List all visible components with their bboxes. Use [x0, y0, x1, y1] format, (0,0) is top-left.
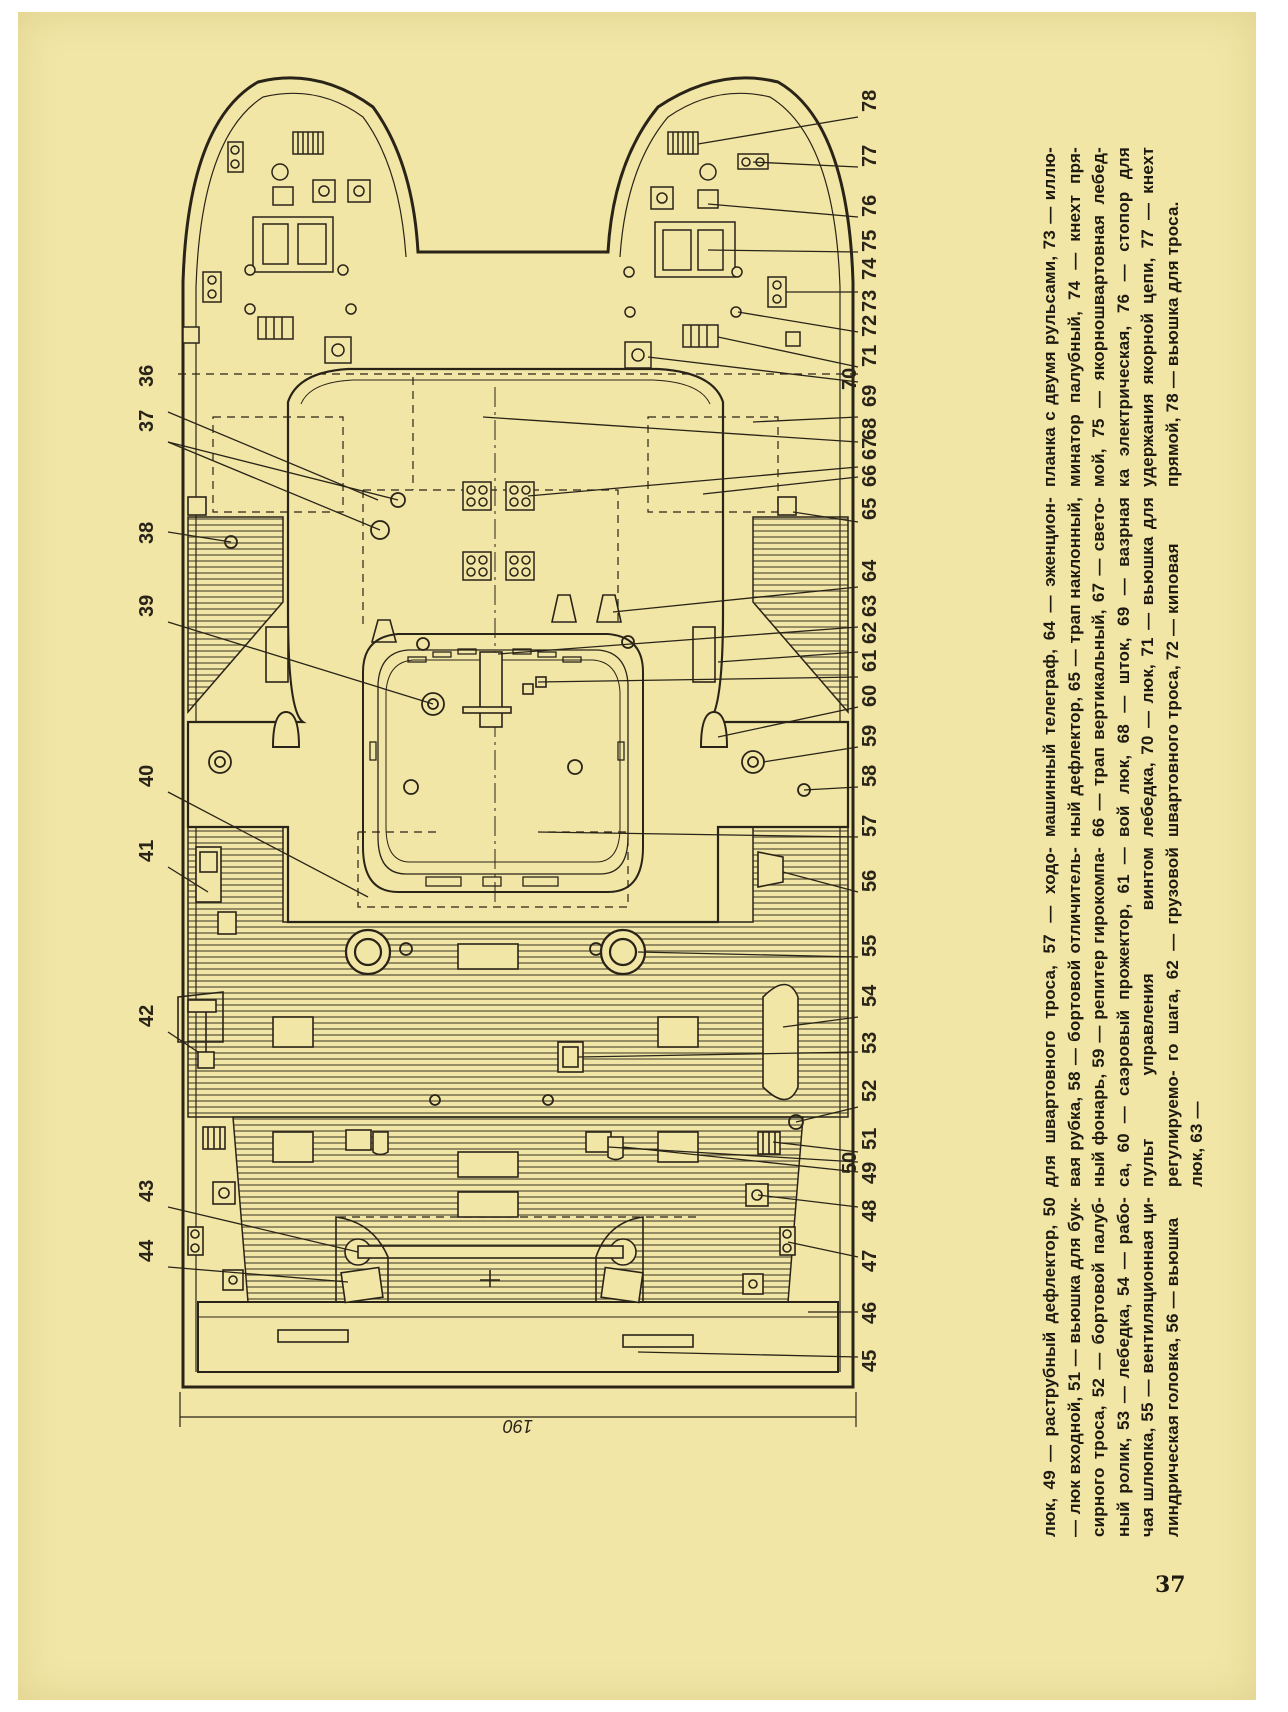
callout-59: 59 — [859, 725, 881, 747]
callout-54: 54 — [859, 984, 881, 1007]
figure-legend: люк, 49 — раструбный дефлектор, 50 — люк… — [1038, 57, 1238, 1537]
callout-69: 69 — [859, 385, 881, 407]
callout-56: 56 — [859, 870, 881, 892]
callout-74: 74 — [859, 257, 881, 280]
legend-column-3: машинный телеграф, 64 — эженцион- ный де… — [1040, 497, 1182, 837]
callout-62: 62 — [859, 622, 881, 644]
callout-43: 43 — [136, 1180, 158, 1202]
callout-55: 55 — [859, 935, 881, 957]
legend-column-4: планка с двумя рульсами, 73 — иллю- мина… — [1040, 147, 1182, 487]
searchlight-icons — [271, 710, 729, 748]
legend-column-2: для швартовного троса, 57 — ходо- вая ру… — [1040, 847, 1206, 1187]
wheelhouse-outline — [362, 633, 644, 893]
callout-39: 39 — [136, 595, 158, 617]
callout-37: 37 — [136, 410, 158, 432]
deck-plan-diagram: 190 — [136, 76, 881, 1436]
callout-51: 51 — [859, 1128, 881, 1150]
callout-leader-lines — [167, 116, 859, 1358]
callout-65: 65 — [859, 498, 881, 520]
callout-52: 52 — [859, 1080, 881, 1102]
ventilation-head-icons — [344, 928, 647, 976]
hull-inner-line — [195, 92, 841, 1372]
callout-76: 76 — [859, 195, 881, 217]
callout-38: 38 — [136, 522, 158, 544]
callout-61: 61 — [859, 650, 881, 672]
callout-40: 40 — [136, 765, 158, 787]
callout-77: 77 — [859, 145, 881, 167]
hull-outline — [181, 76, 855, 1389]
callout-68: 68 — [859, 418, 881, 440]
callout-41: 41 — [136, 840, 158, 862]
aft-deck-fittings — [177, 496, 799, 1348]
callout-71: 71 — [859, 345, 881, 367]
callout-48: 48 — [859, 1200, 881, 1222]
callout-46: 46 — [859, 1302, 881, 1324]
callout-67: 67 — [859, 438, 881, 460]
callout-58: 58 — [859, 765, 881, 787]
bow-deck-fittings — [182, 131, 801, 369]
callout-57: 57 — [859, 815, 881, 837]
callout-75: 75 — [859, 230, 881, 252]
callout-45: 45 — [859, 1350, 881, 1372]
callout-47: 47 — [859, 1250, 881, 1272]
overall-length-label: 190 — [503, 1416, 533, 1436]
callout-66: 66 — [859, 465, 881, 487]
callout-44: 44 — [136, 1239, 158, 1262]
callout-60: 60 — [859, 685, 881, 707]
callout-36: 36 — [136, 365, 158, 387]
legend-column-1: люк, 49 — раструбный дефлектор, 50 — люк… — [1040, 1197, 1182, 1537]
cowl-ventilator-icons — [370, 594, 622, 643]
callout-64: 64 — [859, 559, 881, 582]
wheelhouse-windows — [369, 648, 625, 887]
callout-50: 50 — [839, 1152, 861, 1174]
callout-63: 63 — [859, 595, 881, 617]
magazine-page: 190 — [18, 12, 1256, 1700]
callout-49: 49 — [859, 1162, 881, 1184]
callout-42: 42 — [136, 1005, 158, 1027]
callout-70: 70 — [839, 368, 861, 390]
callout-73: 73 — [859, 290, 881, 312]
skylight-icons — [462, 481, 535, 581]
page-number: 37 — [1155, 1572, 1186, 1598]
callout-53: 53 — [859, 1032, 881, 1054]
callout-72: 72 — [859, 315, 881, 337]
callout-78: 78 — [859, 90, 881, 112]
callout-numbers: 36 37 38 39 40 41 42 43 44 45 46 47 48 4… — [136, 90, 881, 1372]
dashed-outlines — [178, 373, 858, 1218]
